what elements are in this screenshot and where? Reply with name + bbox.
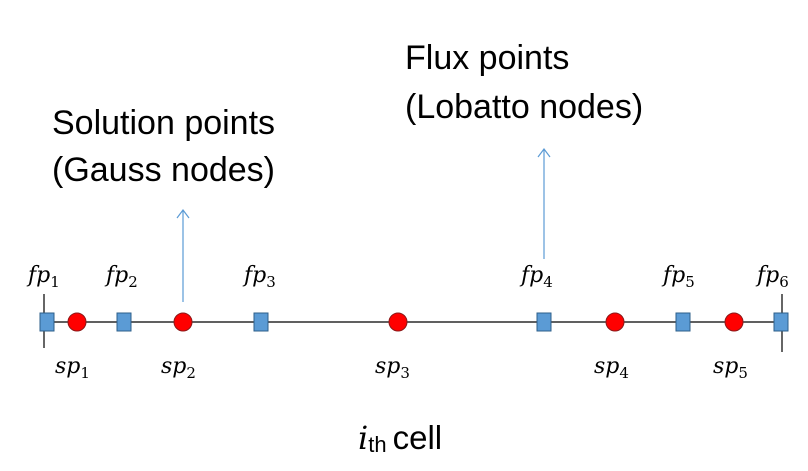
flux-point-4: fp4 [519, 263, 553, 332]
flux-point-1: fp1 [26, 263, 60, 332]
solution-point-marker [173, 312, 193, 332]
solution-point-2: sp2 [161, 312, 196, 382]
svg-text:sp2: sp2 [161, 354, 196, 382]
flux-point-marker [773, 312, 789, 332]
flux-point-3: fp3 [242, 263, 276, 332]
svg-text:sp4: sp4 [594, 354, 629, 382]
flux-point-marker [39, 312, 55, 332]
solution-points-title: Solution points [52, 104, 275, 142]
flux-point-marker [536, 312, 552, 332]
solution-points-arrow [176, 209, 190, 302]
solution-point-marker [724, 312, 744, 332]
solution-points-subtitle: (Gauss nodes) [52, 151, 275, 189]
solution-point-marker [67, 312, 87, 332]
svg-text:fp4: fp4 [519, 263, 553, 291]
solution-point-5: sp5 [713, 312, 748, 382]
flux-points-title: Flux points [405, 39, 569, 77]
flux-point-marker [675, 312, 691, 332]
solution-point-marker [388, 312, 408, 332]
svg-text:fp3: fp3 [242, 263, 276, 291]
svg-text:fp6: fp6 [755, 263, 789, 291]
flux-point-2: fp2 [104, 263, 138, 332]
solution-point-1: sp1 [55, 312, 90, 382]
svg-text:sp1: sp1 [55, 354, 90, 382]
svg-text:fp5: fp5 [661, 263, 695, 291]
svg-text:fp2: fp2 [104, 263, 138, 291]
solution-point-4: sp4 [594, 312, 629, 382]
flux-points-arrow [537, 148, 551, 259]
svg-text:fp1: fp1 [26, 263, 60, 291]
flux-point-marker [253, 312, 269, 332]
flux-point-5: fp5 [661, 263, 695, 332]
solution-point-marker [605, 312, 625, 332]
flux-point-marker [116, 312, 132, 332]
svg-text:sp3: sp3 [375, 354, 410, 382]
flux-points-subtitle: (Lobatto nodes) [405, 88, 643, 126]
solution-point-3: sp3 [375, 312, 410, 382]
flux-point-6: fp6 [755, 263, 789, 332]
svg-text:sp5: sp5 [713, 354, 748, 382]
